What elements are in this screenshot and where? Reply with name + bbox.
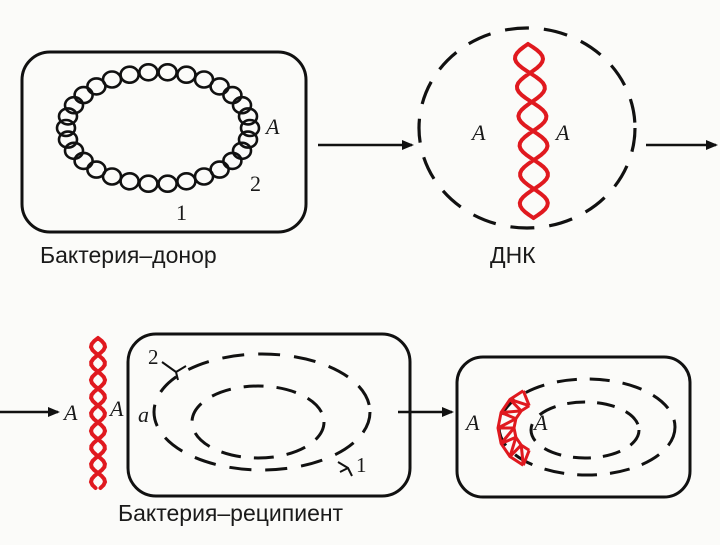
recipient-pointer-1	[338, 462, 352, 476]
chromosome-bead	[159, 64, 177, 80]
integrated-dna-segment	[498, 391, 529, 465]
chromosome-bead	[223, 87, 241, 103]
caption-donor: Бактерия–донор	[40, 242, 217, 269]
chromosome-bead	[103, 72, 121, 88]
integrated-dna-strand	[501, 411, 521, 413]
chromosome-bead	[121, 67, 139, 83]
integrated-dna-strand	[521, 445, 523, 465]
recipient-number-1: 1	[356, 453, 367, 477]
chromosome-bead	[121, 173, 139, 189]
chromosome-bead	[75, 87, 93, 103]
chromosome-bead	[159, 176, 177, 192]
dna-double-helix	[515, 44, 548, 218]
recipient-chromosome-inner	[192, 386, 324, 458]
incoming-dna-helix	[91, 338, 105, 488]
chromosome-bead	[211, 78, 229, 94]
donor-chromosome	[57, 64, 259, 191]
chromosome-bead	[87, 162, 105, 178]
dna-right-allele: A	[554, 120, 570, 145]
chromosome-bead	[223, 153, 241, 169]
chromosome-bead	[139, 64, 157, 80]
recipient-allele-label: a	[138, 402, 149, 427]
recipient-bacterium: a 2 1	[128, 334, 410, 496]
incoming-left-allele: A	[62, 400, 78, 425]
chromosome-bead	[177, 173, 195, 189]
incoming-dna-fragment: A A	[62, 338, 124, 488]
donor-number-2: 2	[250, 171, 261, 196]
dna-left-allele: A	[470, 120, 486, 145]
chromosome-bead	[139, 176, 157, 192]
recipient-cell-wall	[128, 334, 410, 496]
recipient-chromosome-outer	[154, 354, 370, 470]
incoming-right-allele: A	[108, 396, 124, 421]
donor-number-1: 1	[176, 200, 187, 225]
caption-dna: ДНК	[490, 242, 536, 269]
transformed-cell-wall	[457, 357, 690, 497]
donor-bacterium: A 2 1	[22, 52, 306, 232]
result-left-allele: A	[464, 410, 480, 435]
chromosome-bead	[177, 67, 195, 83]
result-right-allele: A	[532, 410, 548, 435]
chromosome-bead	[75, 153, 93, 169]
released-dna: A A	[419, 28, 635, 228]
caption-recipient: Бактерия–реципиент	[118, 500, 343, 527]
transformed-bacterium: A A	[457, 357, 690, 497]
recipient-number-2: 2	[148, 345, 159, 369]
chromosome-bead	[195, 169, 213, 185]
donor-allele-label: A	[264, 114, 280, 139]
